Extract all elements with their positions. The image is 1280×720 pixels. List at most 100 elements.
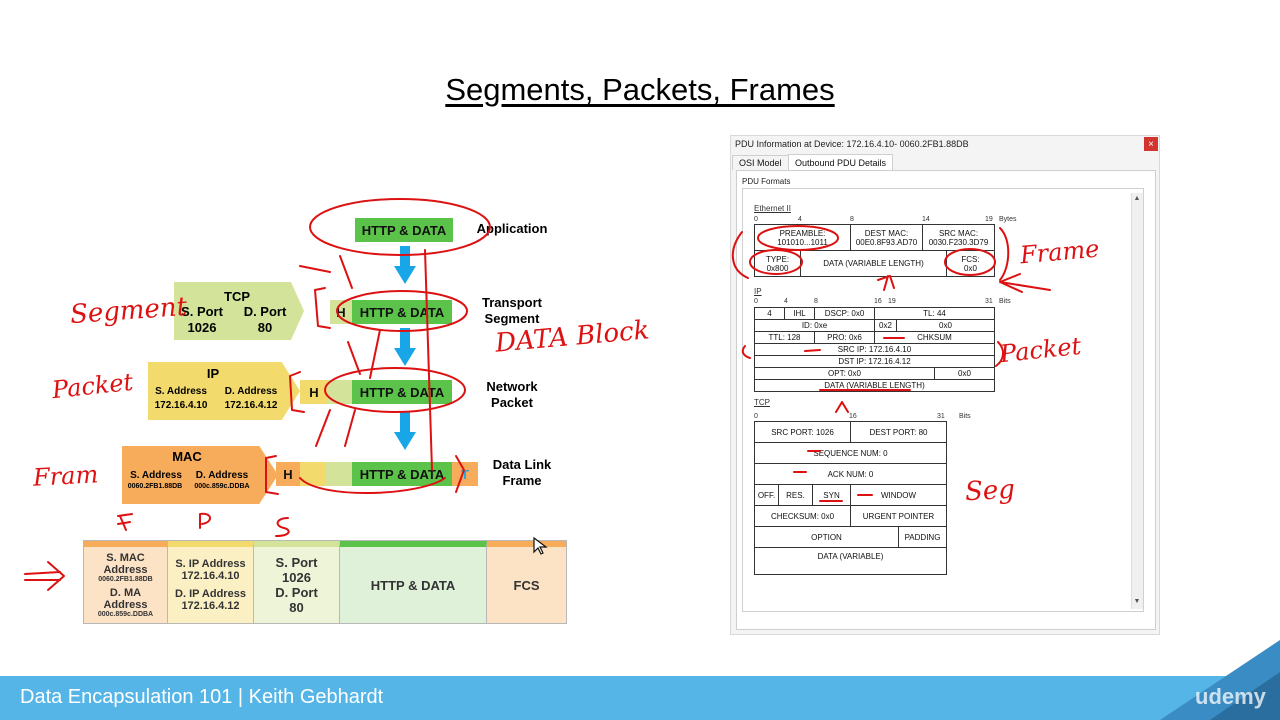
layer-label-application: Application bbox=[476, 221, 548, 236]
eth-preamble-value: 101010...1011 bbox=[777, 237, 828, 247]
tcp-dport-value: 80 bbox=[257, 320, 273, 335]
layer-label-network: Network bbox=[486, 379, 538, 394]
tcp-checksum-cell: CHECKSUM: 0x0 bbox=[754, 505, 851, 527]
ip-saddr-label: S. Address bbox=[155, 386, 207, 397]
tab-outbound-pdu-details[interactable]: Outbound PDU Details bbox=[788, 154, 894, 170]
frame-dip-value: 172.16.4.12 bbox=[181, 600, 240, 612]
eth-dest-value: 00E0.8F93.AD70 bbox=[855, 237, 918, 247]
frame-tcp-cell: S. Port 1026 D. Port 80 bbox=[254, 541, 340, 623]
frame-dip-label: D. IP Address bbox=[175, 588, 246, 600]
pdu-scrollbar[interactable] bbox=[1131, 193, 1143, 609]
frame-dmac-label2: Address bbox=[103, 599, 148, 611]
eth-bit-4: 4 bbox=[798, 216, 802, 223]
datalink-h-label: H bbox=[283, 466, 293, 482]
tcp-ack-cell: ACK NUM: 0 bbox=[754, 463, 947, 485]
frame-fcs-cell: FCS bbox=[487, 541, 566, 623]
eth-bit-0: 0 bbox=[754, 216, 758, 223]
mac-daddr-label: D. Address bbox=[195, 470, 249, 481]
ip-bit-unit: Bits bbox=[999, 298, 1011, 305]
frame-sip-value: 172.16.4.10 bbox=[181, 570, 240, 582]
eth-bit-unit: Bytes bbox=[999, 216, 1017, 223]
layer-label-segment: Segment bbox=[484, 311, 540, 326]
eth-bit-8: 8 bbox=[850, 216, 854, 223]
encapsulation-arrows bbox=[394, 246, 416, 450]
tcp-bit-16: 16 bbox=[849, 413, 857, 420]
annotation-packet: Packet bbox=[50, 367, 135, 405]
tcp-header-box bbox=[174, 282, 304, 340]
eth-bit-19: 19 bbox=[985, 216, 993, 223]
ip-bit-16: 16 bbox=[874, 298, 882, 305]
ip-title: IP bbox=[206, 366, 220, 381]
eth-data-cell: DATA (VARIABLE LENGTH) bbox=[800, 250, 947, 277]
layer-label-transport: Transport bbox=[482, 295, 542, 310]
app-http-data-block: HTTP & DATA bbox=[355, 218, 453, 242]
annotation-seg-right: Seg bbox=[964, 474, 1016, 508]
mac-header-box bbox=[122, 446, 278, 504]
pdu-close-button[interactable]: × bbox=[1144, 137, 1158, 151]
tcp-sport-label: S. Port bbox=[181, 304, 223, 319]
tcp-seq-cell: SEQUENCE NUM: 0 bbox=[754, 442, 947, 464]
eth-type-value: 0x800 bbox=[766, 263, 789, 273]
pdu-formats-label: PDU Formats bbox=[742, 177, 791, 186]
eth-fcs-value: 0x0 bbox=[964, 263, 977, 273]
eth-preamble-cell: PREAMBLE: 101010...1011 bbox=[754, 224, 851, 251]
frame-sip-label: S. IP Address bbox=[175, 558, 246, 570]
frame-mac-cell: S. MAC Address 0060.2FB1.88DB D. MA Addr… bbox=[84, 541, 168, 623]
tcp-bit-31: 31 bbox=[937, 413, 945, 420]
mac-saddr-label: S. Address bbox=[130, 470, 182, 481]
footer-bar bbox=[0, 676, 1280, 720]
datalink-trailer-label: T bbox=[452, 462, 478, 486]
slide-title: Segments, Packets, Frames bbox=[445, 72, 835, 107]
frame-data-cell: HTTP & DATA bbox=[340, 541, 487, 623]
frame-ip-cell: S. IP Address 172.16.4.10 D. IP Address … bbox=[168, 541, 254, 623]
eth-src-value: 0030.F230.3D79 bbox=[928, 237, 989, 247]
mac-ip-h-block bbox=[300, 462, 326, 486]
layer-label-frame: Frame bbox=[502, 473, 542, 488]
frame-sport-label: S. Port bbox=[275, 555, 318, 570]
footer-course-title: Data Encapsulation 101 | Keith Gebhardt bbox=[20, 686, 384, 708]
frame-smac-value: 0060.2FB1.88DB bbox=[98, 576, 153, 583]
scroll-up-icon[interactable]: ▲ bbox=[1133, 195, 1141, 202]
tcp-syn-cell: SYN bbox=[812, 484, 851, 506]
eth-src-cell: SRC MAC: 0030.F230.3D79 bbox=[922, 224, 995, 251]
tcp-data-cell: DATA (VARIABLE) bbox=[754, 547, 947, 575]
tcp-bit-0: 0 bbox=[754, 413, 758, 420]
annotation-frame: Fram bbox=[32, 460, 99, 492]
tcp-option-cell: OPTION bbox=[754, 526, 899, 548]
footer-decoration bbox=[1160, 640, 1280, 720]
mouse-cursor-icon bbox=[533, 536, 548, 555]
layer-label-data-link: Data Link bbox=[492, 457, 552, 472]
scroll-down-icon[interactable]: ▼ bbox=[1133, 598, 1141, 605]
frame-dmac-label: D. MA bbox=[109, 587, 142, 599]
udemy-logo: udemy bbox=[1195, 684, 1266, 709]
eth-fcs-cell: FCS: 0x0 bbox=[946, 250, 995, 277]
ip-saddr-value: 172.16.4.10 bbox=[154, 400, 208, 411]
mac-saddr-value: 0060.2FB1.88DB bbox=[127, 483, 183, 490]
tcp-urgent-cell: URGENT POINTER bbox=[850, 505, 947, 527]
tab-osi-model[interactable]: OSI Model bbox=[732, 155, 789, 170]
frame-sport-value: 1026 bbox=[282, 570, 311, 585]
network-h-label: H bbox=[309, 384, 319, 400]
frame-dmac-value: 000c.859c.DDBA bbox=[97, 611, 154, 618]
pdu-formats-group bbox=[742, 188, 1144, 612]
ip-bit-19: 19 bbox=[888, 298, 896, 305]
eth-src-label: SRC MAC: bbox=[938, 228, 979, 238]
tcp-title: TCP bbox=[224, 289, 250, 304]
annotation-segment: Segment bbox=[69, 291, 188, 331]
tcp-window-cell: WINDOW bbox=[850, 484, 947, 506]
transport-h-label: H bbox=[336, 304, 346, 320]
frame-smac-label2: Address bbox=[103, 564, 148, 576]
tcp-padding-cell: PADDING bbox=[898, 526, 947, 548]
ip-bit-4: 4 bbox=[784, 298, 788, 305]
mac-daddr-value: 000c.859c.DDBA bbox=[194, 483, 250, 490]
mac-tcp-h-block bbox=[326, 462, 352, 486]
eth-type-cell: TYPE: 0x800 bbox=[754, 250, 801, 277]
pdu-window-title: PDU Information at Device: 172.16.4.10- … bbox=[735, 139, 969, 149]
eth-bit-14: 14 bbox=[922, 216, 930, 223]
eth-section-title: Ethernet II bbox=[754, 204, 791, 213]
tcp-section-title: TCP bbox=[754, 398, 770, 407]
eth-dest-label: DEST MAC: bbox=[864, 228, 909, 238]
tcp-res-cell: RES. bbox=[778, 484, 813, 506]
mac-title: MAC bbox=[172, 449, 202, 464]
ip-h-inner-block bbox=[328, 380, 352, 404]
